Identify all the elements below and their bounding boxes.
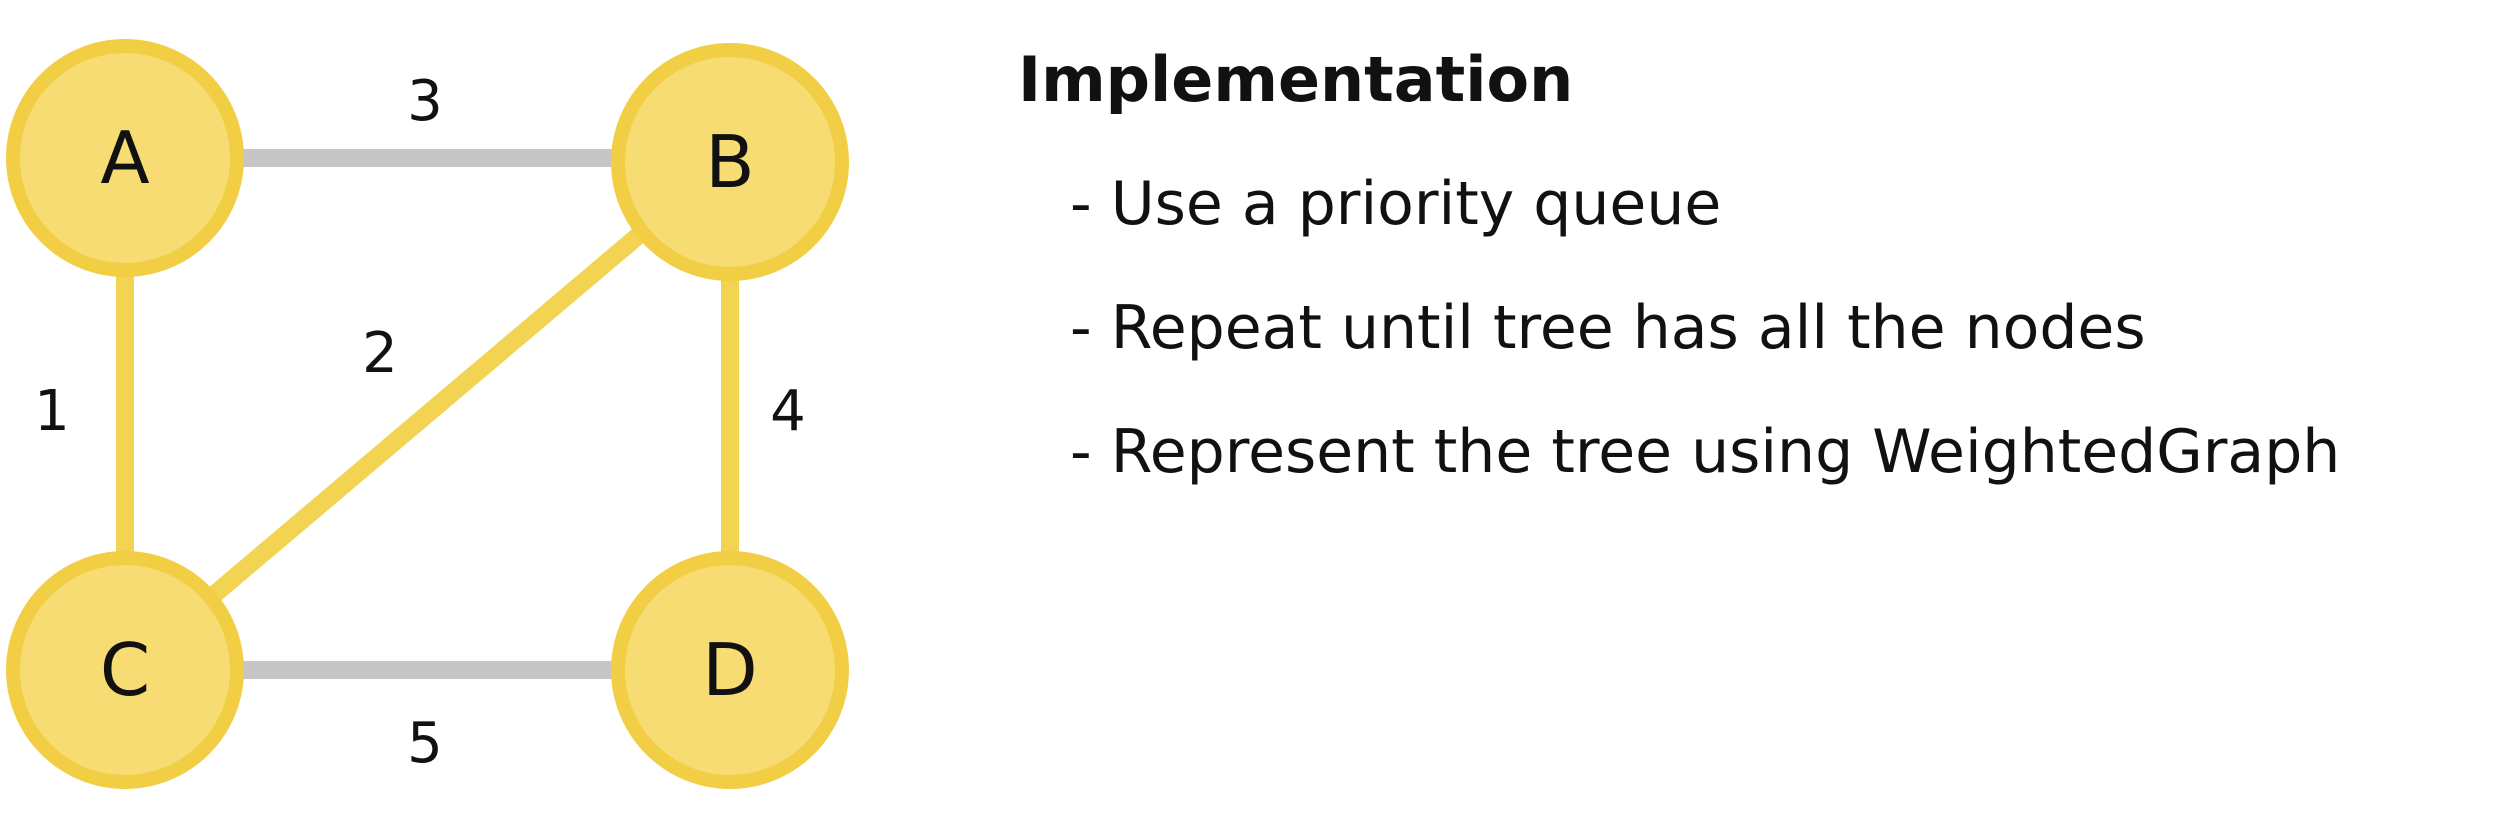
list-item: - Represent the tree using WeightedGraph	[1070, 417, 2341, 487]
node-a-circle	[6, 39, 244, 277]
edge-weight-b-c: 2	[362, 321, 398, 386]
node-d-label: D	[702, 628, 757, 712]
node-b-circle	[611, 43, 849, 281]
edge-b-c	[116, 149, 739, 679]
node-c: C	[6, 551, 244, 789]
node-d-circle	[611, 551, 849, 789]
edge-weight-a-b: 3	[407, 69, 443, 134]
edge-weight-a-c: 1	[34, 379, 70, 444]
implementation-panel: Implementation - Use a priority queue - …	[1018, 38, 2478, 534]
nodes-layer: A B C D	[6, 39, 849, 789]
list-item: - Repeat until tree has all the nodes	[1070, 293, 2146, 363]
node-b-label: B	[705, 120, 754, 204]
edge-weight-b-d: 4	[770, 379, 806, 444]
list-item: - Use a priority queue	[1070, 169, 1722, 239]
node-c-label: C	[100, 628, 150, 712]
edge-weight-c-d: 5	[407, 711, 443, 776]
implementation-list: - Use a priority queue - Repeat until tr…	[1018, 162, 2478, 494]
mst-graph-diagram: 3 1 2 4 5 A B C D	[6, 39, 849, 789]
node-a: A	[6, 39, 244, 277]
node-c-circle	[6, 551, 244, 789]
panel-title: Implementation	[1018, 43, 1574, 116]
node-d: D	[611, 551, 849, 789]
weights-layer: 3 1 2 4 5	[34, 69, 806, 776]
node-a-label: A	[100, 116, 149, 200]
node-b: B	[611, 43, 849, 281]
